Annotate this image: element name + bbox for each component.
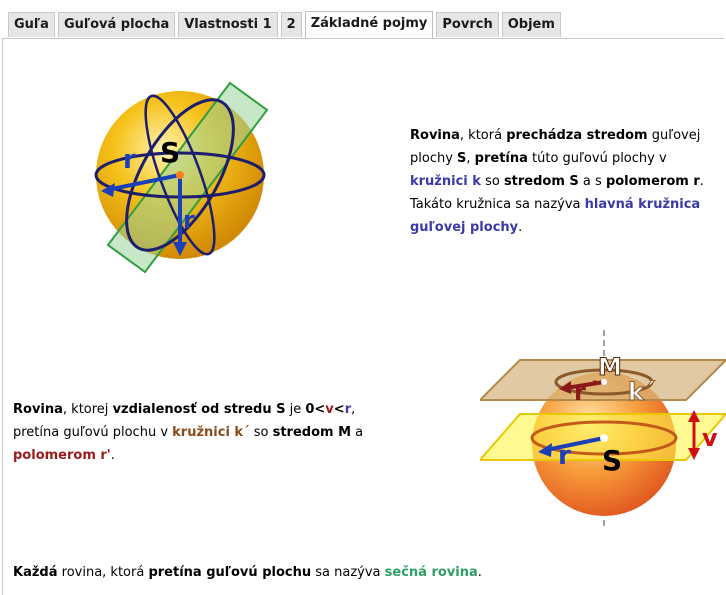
tab-zakladne-pojmy[interactable]: Základné pojmy <box>304 11 434 38</box>
label-v: v <box>702 424 718 452</box>
tab-objem[interactable]: Objem <box>501 12 561 37</box>
sphere-secant-plane-figure: M r´ k´ r S v <box>480 330 726 530</box>
tab-bar: Guľa Guľová plocha Vlastnosti 1 2 Základ… <box>8 11 564 38</box>
label-s: S <box>602 444 622 477</box>
paragraph-hlavna-kruznica: Rovina, ktorá prechádza stredom guľovej … <box>410 128 704 235</box>
label-r-prime: r´ <box>574 378 598 406</box>
label-r: r <box>558 441 571 471</box>
paragraph-secna-rovina: Každá rovina, ktorá pretína guľovú ploch… <box>13 565 482 580</box>
label-k-prime: k´ <box>628 378 656 406</box>
tab-vlastnosti-1[interactable]: Vlastnosti 1 <box>178 12 278 37</box>
content-frame <box>2 38 724 595</box>
label-r-vertical: r <box>183 206 195 234</box>
label-m: M <box>598 353 622 381</box>
label-r-horizontal: r <box>123 145 136 175</box>
sphere-great-circle-figure: S r r <box>94 81 269 274</box>
tab-vlastnosti-2[interactable]: 2 <box>280 12 302 37</box>
paragraph-kruznica-k-prime: Rovina, ktorej vzdialenosť od stredu S j… <box>13 402 364 463</box>
label-s: S <box>160 136 180 169</box>
tab-povrch[interactable]: Povrch <box>436 12 499 37</box>
tab-gula[interactable]: Guľa <box>8 12 55 37</box>
tab-gulova-plocha[interactable]: Guľová plocha <box>57 12 176 37</box>
